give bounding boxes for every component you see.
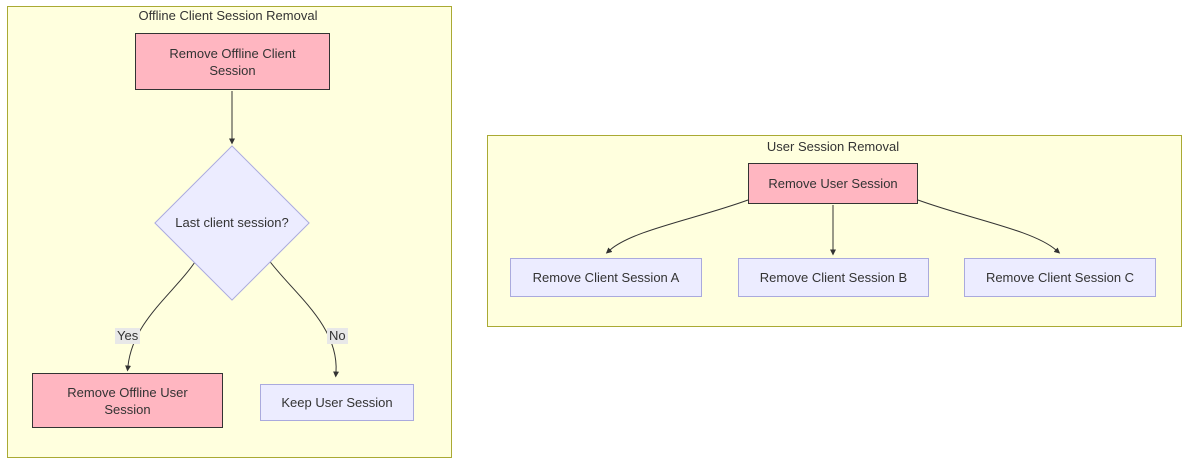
node-label: Remove Offline User Session [67, 384, 188, 417]
edge-label-no: No [327, 328, 348, 344]
node-label: Remove Client Session B [759, 270, 908, 285]
node-remove-client-session-a: Remove Client Session A [510, 258, 702, 297]
subgraph-title-offline-client-session-removal: Offline Client Session Removal [138, 8, 318, 23]
node-remove-user-session: Remove User Session [748, 163, 918, 204]
edge-user-to-client-a [605, 199, 749, 254]
node-label: Keep User Session [281, 395, 393, 410]
node-label: Remove Client Session A [532, 270, 680, 285]
node-remove-offline-user-session: Remove Offline User Session [32, 373, 223, 428]
node-keep-user-session: Keep User Session [260, 384, 414, 421]
edge-decision-no [267, 258, 340, 378]
node-label: Remove User Session [768, 176, 898, 191]
node-remove-client-session-c: Remove Client Session C [964, 258, 1156, 297]
node-label: Remove Client Session C [985, 270, 1135, 285]
edge-label-yes: Yes [115, 328, 141, 344]
node-remove-offline-client-session: Remove Offline Client Session [135, 33, 330, 90]
node-label: Remove Offline Client Session [169, 45, 296, 78]
node-remove-client-session-b: Remove Client Session B [738, 258, 929, 297]
subgraph-title-user-session-removal: User Session Removal [766, 139, 900, 154]
edge-user-to-client-c [917, 199, 1061, 254]
decision-last-client-session-label: Last client session? [175, 215, 289, 230]
edge-decision-yes [125, 258, 198, 372]
